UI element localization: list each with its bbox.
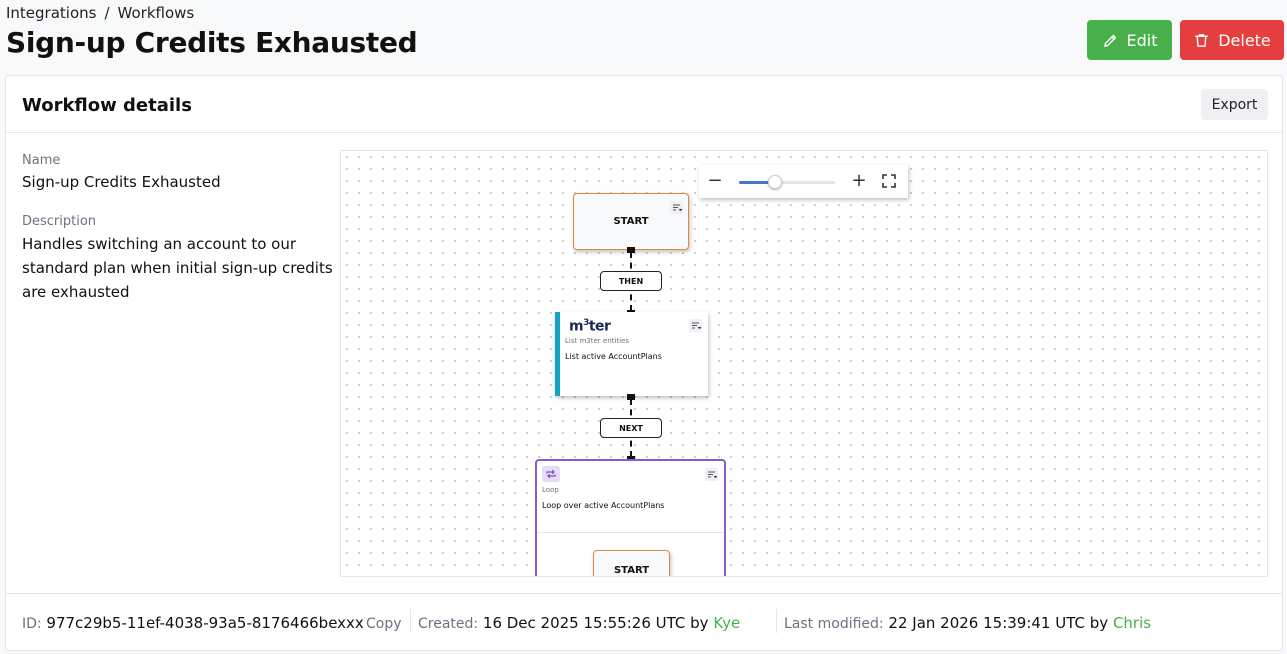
edge-label-then[interactable]: THEN bbox=[600, 271, 662, 291]
workflow-canvas[interactable]: − + START THEN m3ter List m3ter entities… bbox=[340, 150, 1268, 577]
edit-button[interactable]: Edit bbox=[1087, 20, 1172, 60]
breadcrumb: Integrations / Workflows bbox=[6, 4, 194, 22]
start-node-label: START bbox=[613, 216, 649, 227]
zoom-slider[interactable] bbox=[739, 175, 835, 189]
pencil-icon bbox=[1103, 34, 1116, 47]
breadcrumb-integrations[interactable]: Integrations bbox=[6, 4, 97, 22]
name-value: Sign-up Credits Exhausted bbox=[22, 173, 221, 191]
workflow-id: ID: 977c29b5-11ef-4038-93a5-8176466bexxx bbox=[22, 614, 364, 632]
footer-divider bbox=[410, 609, 411, 633]
footer-divider bbox=[776, 609, 777, 633]
card-footer: ID: 977c29b5-11ef-4038-93a5-8176466bexxx… bbox=[6, 593, 1282, 651]
zoom-slider-thumb[interactable] bbox=[768, 175, 782, 189]
breadcrumb-separator: / bbox=[104, 4, 110, 22]
created-user-link[interactable]: Kye bbox=[713, 614, 741, 632]
m3ter-logo: m3ter bbox=[569, 318, 611, 335]
delete-button-label: Delete bbox=[1218, 30, 1271, 50]
card-header: Workflow details Export bbox=[6, 76, 1282, 133]
start-node[interactable]: START bbox=[573, 193, 689, 250]
zoom-slider-fill bbox=[739, 181, 775, 184]
description-label: Description bbox=[22, 214, 97, 229]
edge-label-next[interactable]: NEXT bbox=[600, 418, 662, 438]
fullscreen-icon[interactable] bbox=[881, 173, 897, 189]
node-menu-icon[interactable] bbox=[689, 319, 702, 332]
copy-id-button[interactable]: Copy bbox=[366, 616, 402, 632]
node-menu-icon[interactable] bbox=[670, 201, 683, 214]
card-title: Workflow details bbox=[22, 95, 192, 116]
zoom-out-button[interactable]: − bbox=[707, 170, 723, 191]
modified-info: Last modified: 22 Jan 2026 15:39:41 UTC … bbox=[784, 614, 1151, 632]
name-label: Name bbox=[22, 153, 61, 168]
trash-icon bbox=[1195, 33, 1209, 47]
modified-value: 22 Jan 2026 15:39:41 UTC bbox=[888, 614, 1085, 632]
loop-inner-start-node[interactable]: START bbox=[593, 550, 670, 576]
delete-button[interactable]: Delete bbox=[1180, 20, 1284, 60]
export-button[interactable]: Export bbox=[1201, 89, 1268, 120]
loop-icon bbox=[542, 466, 560, 482]
created-label: Created: bbox=[418, 616, 479, 632]
loop-inner-start-label: START bbox=[613, 564, 650, 576]
edit-button-label: Edit bbox=[1126, 30, 1158, 50]
edge-handle[interactable] bbox=[627, 247, 635, 253]
zoom-in-button[interactable]: + bbox=[851, 170, 867, 191]
workflow-details-card: Workflow details Export Name Sign-up Cre… bbox=[5, 75, 1283, 651]
id-label: ID: bbox=[22, 616, 42, 632]
created-info: Created: 16 Dec 2025 15:55:26 UTC by Kye bbox=[418, 614, 740, 632]
modified-user-link[interactable]: Chris bbox=[1112, 614, 1152, 632]
loop-node-subtitle: Loop bbox=[542, 486, 559, 494]
m3ter-list-entities-node[interactable]: m3ter List m3ter entities List active Ac… bbox=[555, 312, 708, 396]
created-by: by bbox=[690, 614, 709, 632]
modified-by: by bbox=[1089, 614, 1109, 632]
loop-node[interactable]: Loop Loop over active AccountPlans START bbox=[535, 459, 726, 576]
created-value: 16 Dec 2025 15:55:26 UTC bbox=[482, 614, 686, 632]
page-title: Sign-up Credits Exhausted bbox=[6, 26, 418, 59]
zoom-controls: − + bbox=[699, 165, 908, 198]
m3ter-node-description: List active AccountPlans bbox=[565, 352, 662, 361]
node-menu-icon[interactable] bbox=[705, 468, 718, 481]
loop-node-description: Loop over active AccountPlans bbox=[542, 501, 665, 510]
breadcrumb-workflows[interactable]: Workflows bbox=[117, 4, 195, 22]
id-value: 977c29b5-11ef-4038-93a5-8176466bexxx bbox=[46, 614, 364, 632]
modified-label: Last modified: bbox=[784, 616, 884, 632]
edge-handle[interactable] bbox=[627, 394, 635, 400]
m3ter-node-subtitle: List m3ter entities bbox=[565, 337, 629, 345]
loop-divider bbox=[537, 532, 724, 533]
description-value: Handles switching an account to our stan… bbox=[22, 235, 333, 301]
